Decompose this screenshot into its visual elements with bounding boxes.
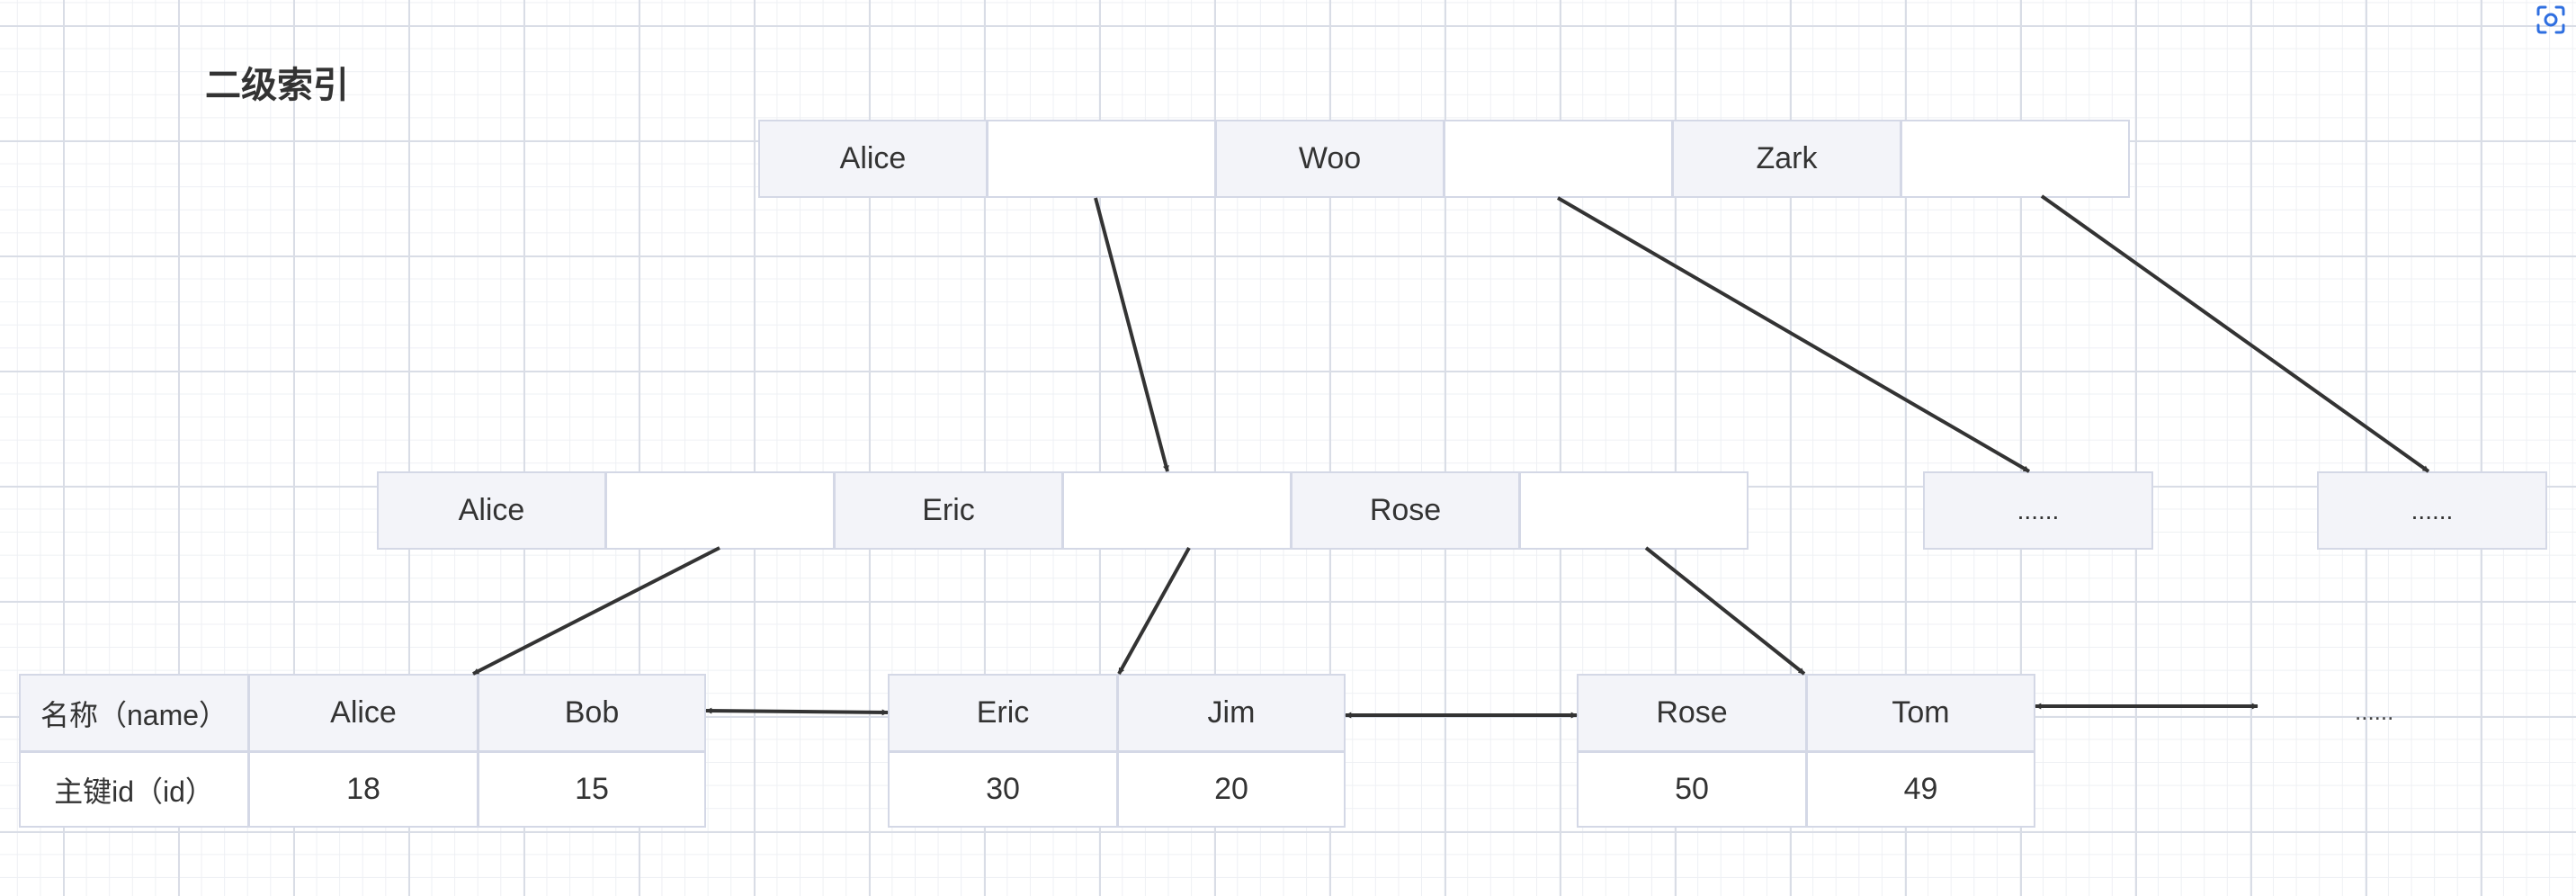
leaf-row-label-name: 名称（name） xyxy=(19,674,249,752)
root-key-zark: Zark xyxy=(1672,120,1901,198)
level2-key-rose: Rose xyxy=(1291,471,1520,550)
arrow-level2-to-leaf-2 xyxy=(1117,547,1191,675)
level2-pointer-3 xyxy=(1519,471,1749,550)
arrow-root-to-placeholder-2 xyxy=(2040,194,2430,473)
level2-key-eric: Eric xyxy=(834,471,1063,550)
leaf-name: Jim xyxy=(1117,674,1346,752)
root-key-woo: Woo xyxy=(1215,120,1445,198)
leaf-id: 20 xyxy=(1117,751,1346,828)
leaf-name: Tom xyxy=(1806,674,2035,752)
root-key-alice: Alice xyxy=(758,120,988,198)
arrow-level2-to-leaf-3 xyxy=(1644,546,1806,676)
leaf-name: Eric xyxy=(888,674,1118,752)
arrow-level2-to-leaf-1 xyxy=(472,546,720,676)
link-leaf-1-2 xyxy=(705,707,889,716)
leaf-name: Rose xyxy=(1577,674,1807,752)
arrow-root-to-level2 xyxy=(1094,197,1169,472)
leaf-id: 15 xyxy=(478,751,706,828)
leaf-name: Alice xyxy=(248,674,479,752)
level2-placeholder-2: ...... xyxy=(2317,471,2547,550)
leaf-id: 18 xyxy=(248,751,479,828)
leaf-id: 50 xyxy=(1577,751,1807,828)
leaf-placeholder: ...... xyxy=(2355,698,2394,725)
level2-key-alice: Alice xyxy=(377,471,606,550)
level2-pointer-1 xyxy=(605,471,835,550)
arrow-root-to-placeholder-1 xyxy=(1556,196,2031,473)
screenshot-scan-icon[interactable] xyxy=(2535,4,2567,36)
leaf-id: 30 xyxy=(888,751,1118,828)
leaf-id: 49 xyxy=(1806,751,2035,828)
level2-pointer-2 xyxy=(1062,471,1292,550)
diagram-title: 二级索引 xyxy=(205,65,349,106)
root-pointer-2 xyxy=(1444,120,1673,198)
leaf-row-label-id: 主键id（id） xyxy=(19,751,249,828)
level2-placeholder-1: ...... xyxy=(1923,471,2153,550)
root-pointer-3 xyxy=(1901,120,2130,198)
